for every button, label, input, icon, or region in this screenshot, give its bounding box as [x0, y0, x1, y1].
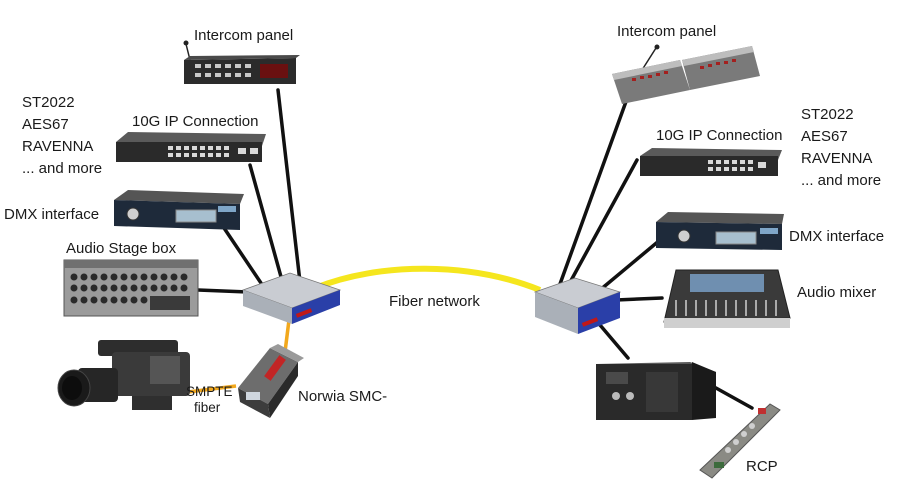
right-network-node [533, 277, 622, 334]
protocol-right-4: ... and more [801, 172, 882, 189]
dmx-interface-right-label: DMX interface [789, 228, 885, 245]
left-network-node [241, 272, 342, 324]
dmx-interface-right [656, 212, 784, 250]
protocols-right: ST2022 AES67 RAVENNA ... and more [801, 104, 881, 192]
rcp-label: RCP [746, 458, 778, 475]
protocol-right-2: AES67 [801, 128, 848, 145]
smpte-fiber-label: SMPTE fiber [186, 384, 233, 416]
dmx-interface-left [114, 190, 244, 230]
audio-stage-box-label: Audio Stage box [66, 240, 177, 257]
smpte-label-line-1: SMPTE [186, 384, 233, 399]
ip-connection-left-label: 10G IP Connection [132, 113, 259, 130]
protocol-right-3: RAVENNA [801, 150, 873, 167]
protocol-left-1: ST2022 [22, 94, 75, 111]
smpte-label-line-2: fiber [194, 400, 221, 415]
intercom-panel-right-label: Intercom panel [617, 23, 717, 40]
intercom-panel-left [183, 40, 300, 84]
left-cables [196, 88, 302, 294]
dmx-interface-left-label: DMX interface [4, 206, 100, 223]
norwia-label: Norwia SMC- [298, 388, 388, 405]
ip-switch-left [116, 132, 266, 162]
protocols-left: ST2022 AES67 RAVENNA ... and more [22, 92, 102, 180]
intercom-panel-right [612, 44, 760, 104]
camera-control-unit [596, 362, 716, 420]
protocol-left-3: RAVENNA [22, 138, 94, 155]
protocol-left-2: AES67 [22, 116, 69, 133]
protocol-left-4: ... and more [22, 160, 103, 177]
fiber-network-link [313, 265, 542, 293]
right-cables [558, 83, 754, 410]
fiber-network-label: Fiber network [389, 293, 480, 310]
intercom-panel-left-label: Intercom panel [194, 27, 294, 44]
protocol-right-1: ST2022 [801, 106, 854, 123]
audio-stage-box [63, 259, 199, 317]
rcp-panel [699, 403, 781, 479]
norwia-unit [238, 344, 304, 418]
audio-mixer [663, 269, 791, 328]
ip-connection-right-label: 10G IP Connection [656, 127, 783, 144]
ip-switch-right [640, 148, 782, 176]
audio-mixer-label: Audio mixer [797, 284, 877, 301]
broadcast-camera [57, 340, 190, 410]
